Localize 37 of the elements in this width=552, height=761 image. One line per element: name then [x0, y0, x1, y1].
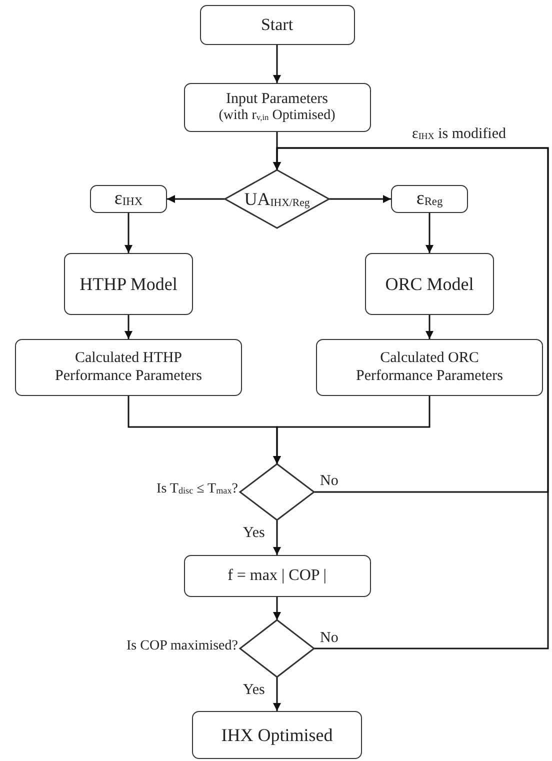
arrow — [329, 195, 391, 203]
process-box — [15, 339, 242, 396]
edge-label: Yes — [243, 526, 265, 541]
node-text: Calculated ORC Performance Parameters — [354, 350, 504, 385]
node-text: f = max | COP | — [228, 566, 326, 586]
node-text: IHX Optimised — [221, 724, 333, 746]
process-box — [192, 711, 362, 759]
process-box — [64, 253, 193, 315]
arrow — [273, 677, 281, 711]
arrow — [167, 195, 225, 203]
node-text: Input Parameters — [226, 90, 328, 108]
arrow — [124, 315, 132, 339]
node-text: HTHP Model — [80, 274, 178, 294]
process-box — [391, 185, 468, 213]
process-box — [316, 339, 543, 396]
process-box — [184, 555, 370, 597]
node-text: ORC Model — [385, 274, 474, 294]
process-box — [184, 83, 370, 132]
edge-label: No — [320, 474, 338, 489]
decision-diamond — [225, 170, 329, 228]
arrow — [273, 147, 549, 650]
node-text: Calculated HTHP Performance Parameters — [54, 350, 203, 385]
edge-label: No — [320, 630, 338, 646]
edge-label: Yes — [243, 683, 265, 698]
arrow — [273, 597, 281, 620]
process-box — [90, 185, 167, 213]
process-box — [365, 253, 494, 315]
arrow — [273, 45, 281, 83]
question-text: Is COP maximised? — [126, 638, 238, 654]
arrow — [426, 315, 434, 339]
node-text: UA$_{IHX/Reg}$ — [244, 188, 310, 210]
arrow — [273, 396, 430, 464]
node-text: Start — [260, 15, 294, 35]
arrow — [426, 213, 434, 253]
process-box — [200, 5, 354, 45]
arrow — [273, 520, 281, 555]
arrow — [124, 213, 132, 253]
